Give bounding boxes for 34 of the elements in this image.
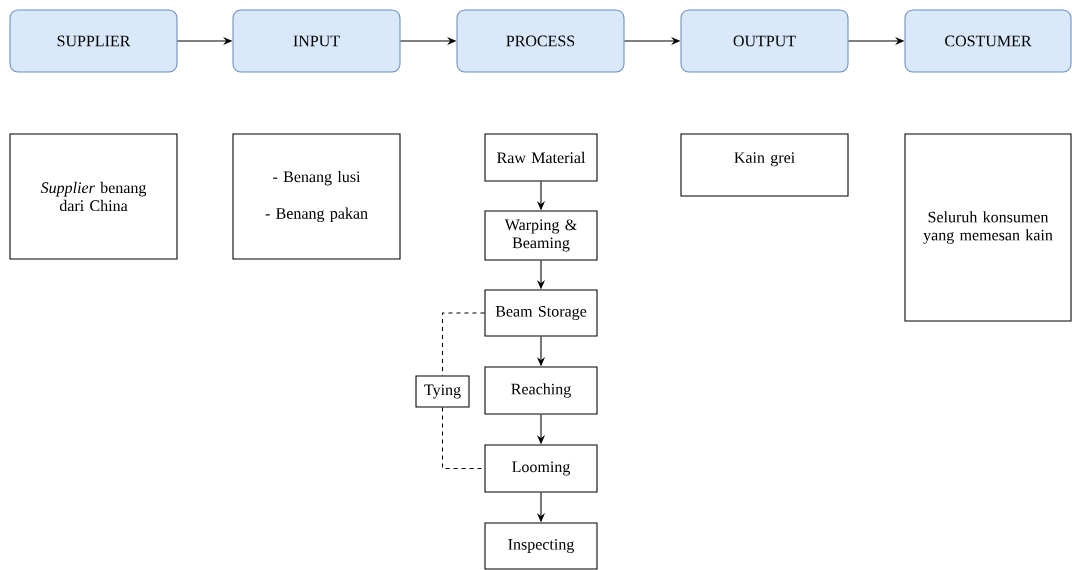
box-text: OUTPUT <box>733 35 796 47</box>
text-box <box>484 289 598 337</box>
text-box <box>9 133 178 260</box>
text-box <box>484 366 598 415</box>
stage-box <box>456 9 625 73</box>
box-text: Raw Material <box>497 151 586 164</box>
box-text: Beam Storage <box>495 305 587 320</box>
stage-box <box>904 9 1072 73</box>
box-text: Seluruh konsumen yang memesan kain <box>923 211 1053 244</box>
connector-line <box>441 312 485 376</box>
text-box <box>415 375 470 408</box>
text-box <box>232 133 401 260</box>
text-box <box>904 133 1072 322</box>
box-text: Kain grei <box>734 152 795 167</box>
text-box <box>680 133 849 197</box>
box-text: Looming <box>512 461 571 476</box>
stage-box <box>9 9 178 73</box>
box-text: INPUT <box>293 35 340 47</box>
box-text: Tying <box>424 384 461 399</box>
text-box <box>484 210 598 261</box>
stage-box <box>232 9 401 73</box>
box-text: Warping & Beaming <box>504 219 577 252</box>
box-text: Reaching <box>511 383 571 398</box>
box-text: COSTUMER <box>945 35 1032 47</box>
connector-line <box>441 407 485 470</box>
text-box <box>484 444 598 493</box>
box-text: - Benang lusi - Benang pakan <box>265 170 368 223</box>
box-text: PROCESS <box>506 35 575 47</box>
stage-box <box>680 9 849 73</box>
box-text: SUPPLIER <box>57 35 131 47</box>
box-text: Inspecting <box>508 538 575 553</box>
text-box <box>484 133 598 182</box>
text-box <box>484 522 598 570</box>
box-text: Supplier benang dari China <box>40 181 147 212</box>
